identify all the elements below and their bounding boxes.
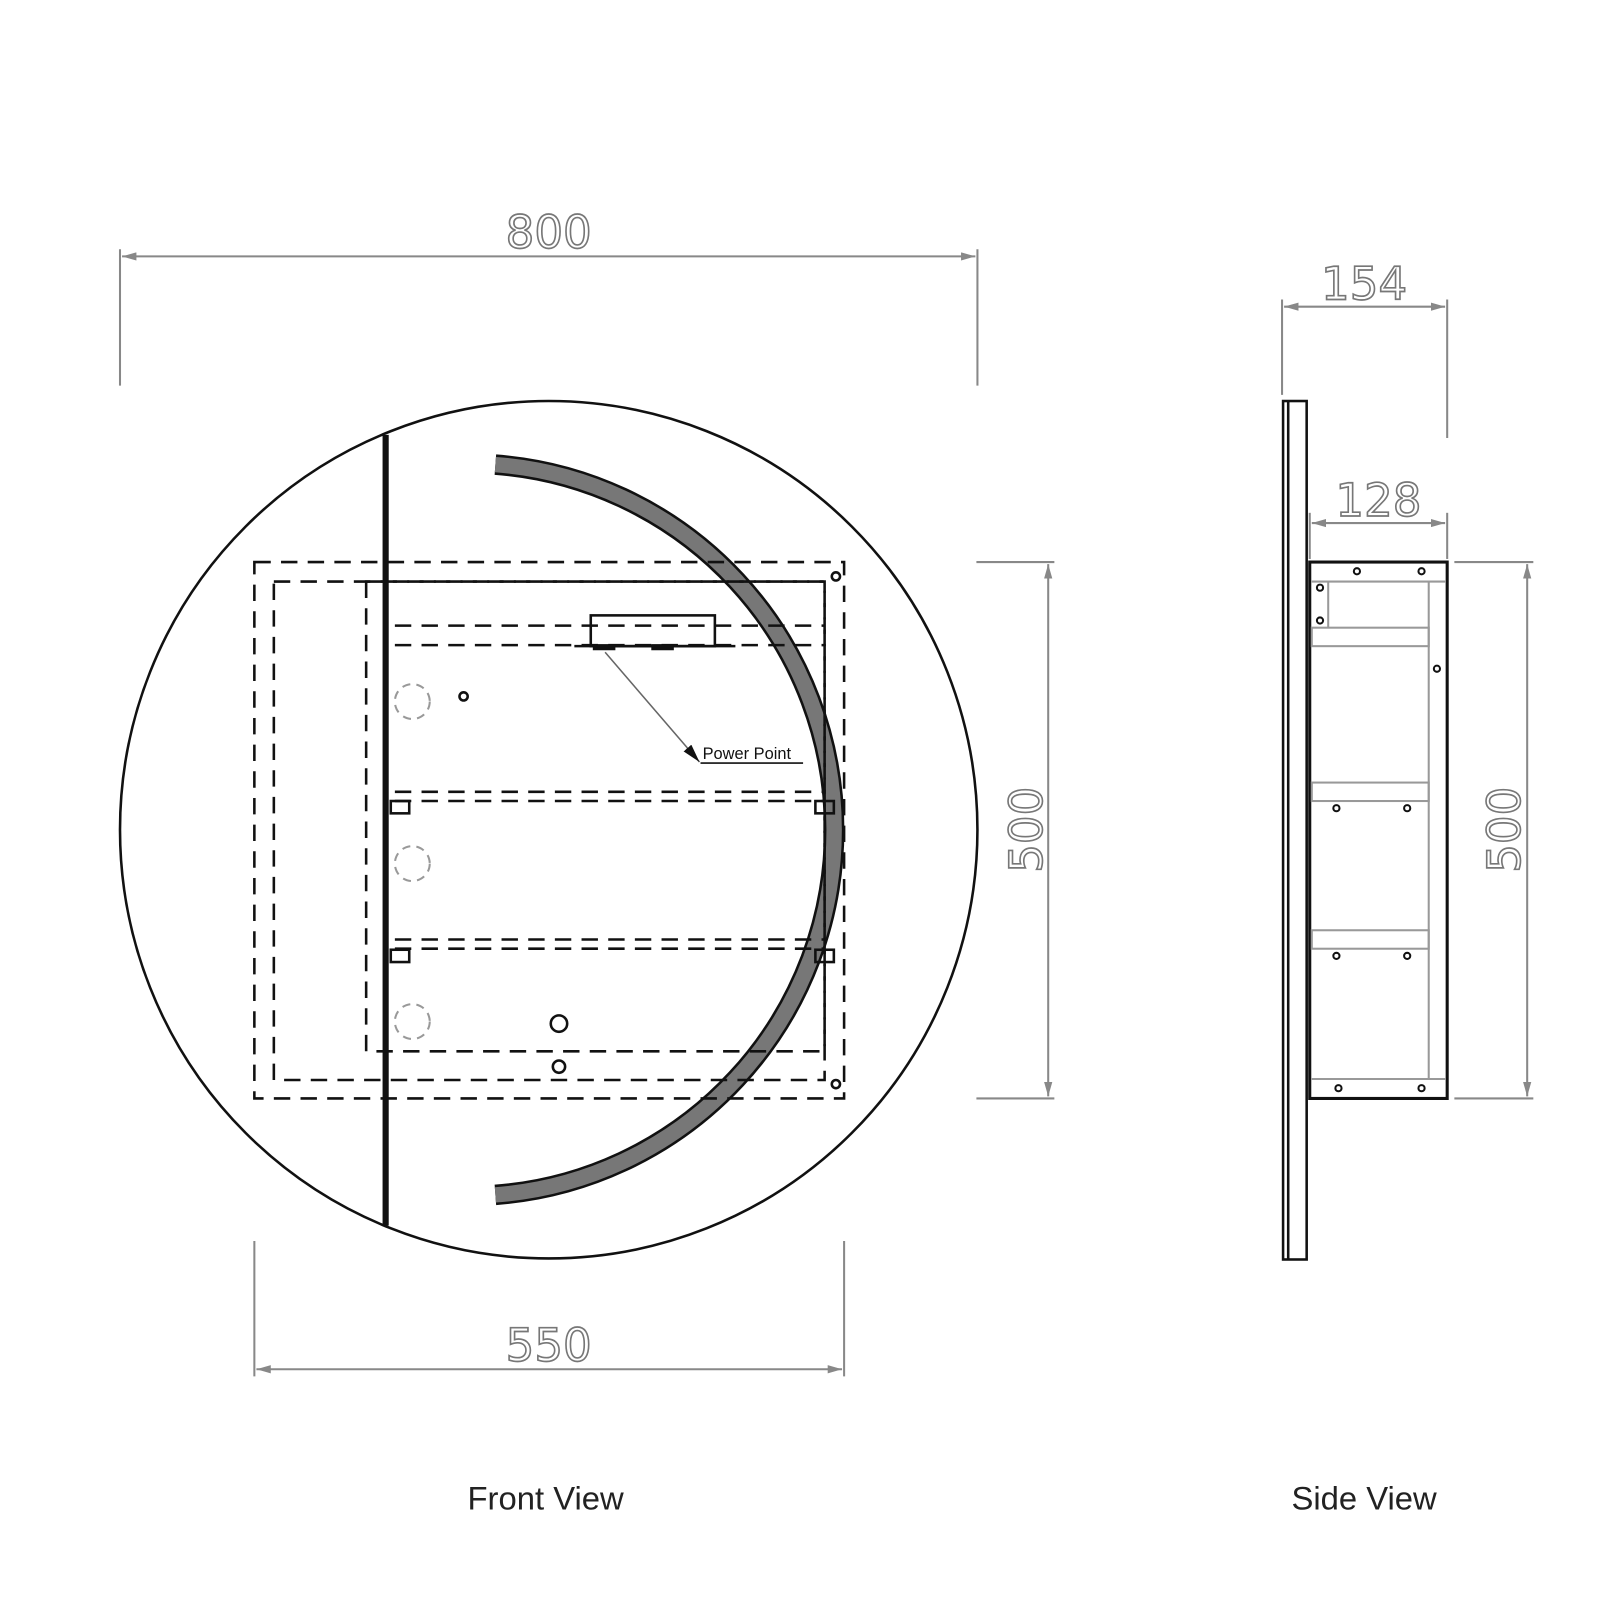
hidden-cabinet-outline	[253, 560, 846, 1100]
dimension-label: 128	[1335, 474, 1421, 527]
mirror-panel	[1281, 399, 1308, 1261]
dimension-cabinet-depth-128: 128	[1308, 473, 1449, 559]
side-view: 154 128 500 Side View	[1281, 257, 1534, 1517]
dimension-cabinet-width-550: 550	[253, 1241, 846, 1377]
dimension-label: 500	[1000, 787, 1053, 873]
front-view: 800 Power Point	[118, 205, 1055, 1517]
dimension-width-800: 800	[118, 205, 979, 386]
cabinet-section	[1308, 560, 1449, 1100]
dimension-side-height-500: 500	[1454, 561, 1534, 1100]
led-light-strip	[494, 454, 845, 1206]
dimension-label: 550	[506, 1319, 592, 1372]
dimension-label: 800	[506, 206, 592, 259]
dimension-label: 154	[1321, 257, 1407, 310]
dimension-depth-154: 154	[1281, 257, 1449, 438]
dimension-label: 500	[1478, 787, 1531, 873]
mirror-outline	[118, 399, 979, 1260]
power-point-label: Power Point	[703, 745, 792, 763]
front-view-title: Front View	[468, 1480, 625, 1517]
side-view-title: Side View	[1291, 1480, 1437, 1517]
power-point: Power Point	[574, 614, 804, 764]
dimension-cabinet-height-500: 500	[976, 561, 1055, 1100]
